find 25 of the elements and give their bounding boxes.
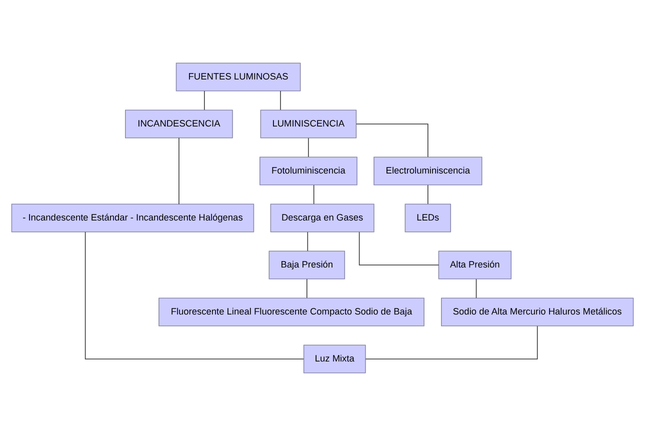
connector [84,232,304,360]
connector [313,184,314,204]
node-box: LEDs [404,204,452,232]
node-box: Electroluminiscencia [374,156,482,186]
node-box: Fluorescente Lineal Fluorescente Compacto Sodio de Baja [158,298,424,326]
connector [178,137,180,204]
node-box: Fotoluminiscencia [260,156,358,186]
connector [307,232,308,252]
connector [306,278,308,298]
connector [365,326,538,360]
node-box: Alta Presión [438,250,512,280]
node-box: Sodio de Alta Mercurio Haluros Metálicos [441,298,634,326]
connector [204,90,205,110]
connector [356,124,428,158]
node-box: FUENTES LUMINOSAS [176,62,301,92]
connector [280,90,281,110]
connector [358,232,440,266]
node-box: Descarga en Gases [270,204,374,232]
node-box: Luz Mixta [303,344,366,374]
connector [308,138,309,158]
node-box: LUMINISCENCIA [260,110,357,138]
node-box: Baja Presión [268,250,346,280]
node-box: - Incandescente Estándar - Incandescente Halógenas [11,204,254,232]
connector [476,278,477,298]
node-box: INCANDESCENCIA [125,110,233,138]
